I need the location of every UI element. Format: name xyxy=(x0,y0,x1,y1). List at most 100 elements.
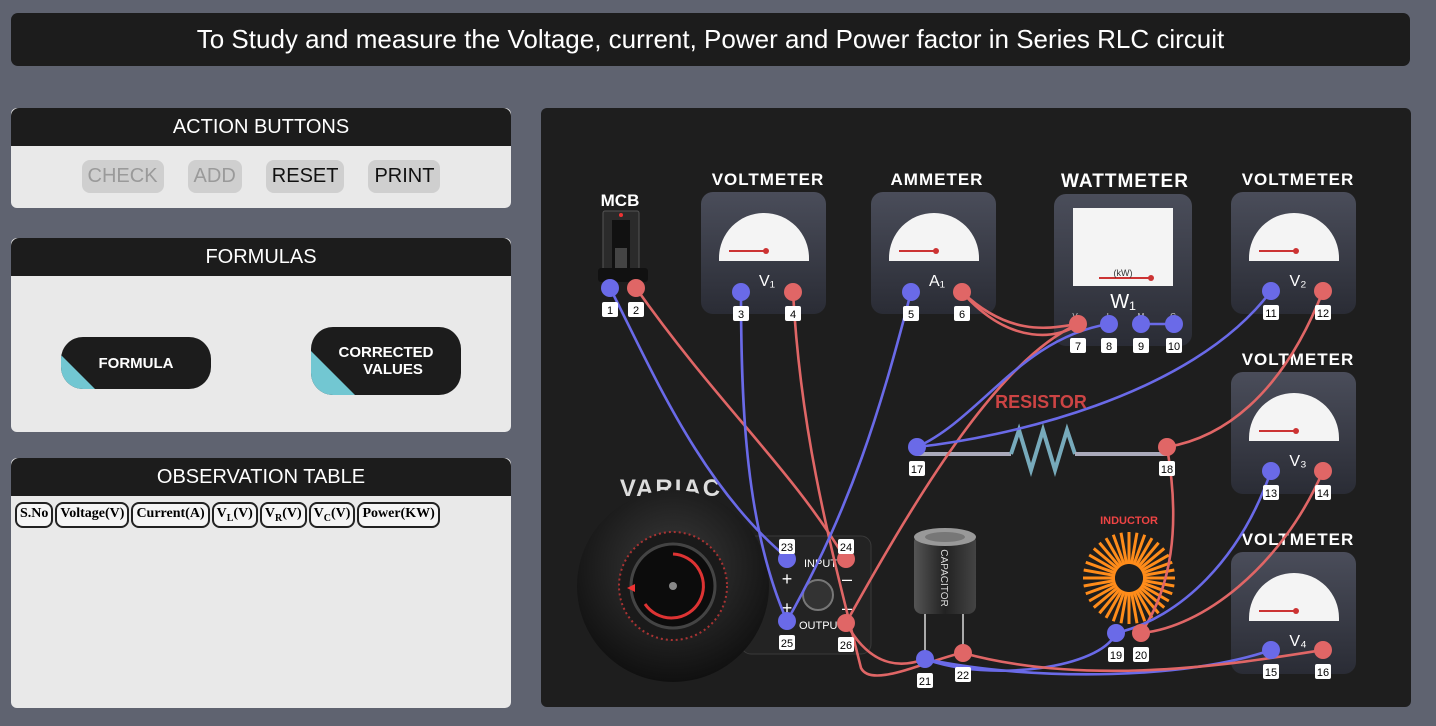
terminal-2[interactable]: 2 xyxy=(627,279,645,317)
terminal-17[interactable]: 17 xyxy=(908,438,926,476)
terminal-10[interactable]: 10 xyxy=(1165,315,1183,353)
inductor-winding xyxy=(1083,568,1116,578)
v4-symbol: V₄ xyxy=(1289,633,1306,650)
voltmeter-v2: V₂ xyxy=(1231,192,1356,314)
v2-symbol: V₂ xyxy=(1290,273,1307,290)
v1-symbol: V₁ xyxy=(759,273,775,290)
add-button[interactable]: ADD xyxy=(187,160,242,193)
inductor-winding xyxy=(1119,591,1129,624)
terminal-label: 15 xyxy=(1265,667,1277,679)
capacitor-label: CAPACITOR xyxy=(938,549,949,606)
inductor-winding xyxy=(1138,547,1166,571)
variac-input-plus: + xyxy=(782,569,793,589)
action-buttons-heading: ACTION BUTTONS xyxy=(11,108,511,146)
terminal-9[interactable]: 9 xyxy=(1132,315,1150,353)
voltmeter-label-3: VOLTMETER xyxy=(1242,350,1355,369)
col-vr: VR(V) xyxy=(259,502,307,528)
inductor-winding xyxy=(1138,585,1166,609)
resistor xyxy=(917,423,1167,477)
action-buttons-panel: ACTION BUTTONS CHECK ADD RESET PRINT xyxy=(11,108,511,208)
wire-5-25 xyxy=(785,290,913,623)
terminal-label: 11 xyxy=(1265,308,1276,320)
wattmeter-label: WATTMETER xyxy=(1061,171,1189,192)
inductor-winding xyxy=(1111,590,1126,622)
terminal-5[interactable]: 5 xyxy=(902,283,920,321)
circuit-board: MCB VOLTMETER V₁ AMMETER A₁ WATTMETER xyxy=(541,108,1411,707)
corner-accent xyxy=(61,355,95,389)
mcb-switch[interactable] xyxy=(598,210,648,282)
terminal-25[interactable]: 25 xyxy=(778,612,796,650)
terminal-4[interactable]: 4 xyxy=(784,283,802,321)
terminal-24[interactable]: 24 xyxy=(837,539,855,568)
wire-14-20 xyxy=(1139,469,1325,635)
terminal-label: 13 xyxy=(1265,488,1277,500)
terminal-18[interactable]: 18 xyxy=(1158,438,1176,476)
v3-symbol: V₃ xyxy=(1289,453,1306,470)
wire-26-7 xyxy=(844,322,1080,625)
inductor-winding xyxy=(1129,532,1139,565)
terminal-1[interactable]: 1 xyxy=(601,279,619,317)
terminal-label: 18 xyxy=(1161,464,1173,476)
terminal-label: 14 xyxy=(1317,488,1329,500)
inductor-winding xyxy=(1142,568,1175,578)
observation-table-header: S.No Voltage(V) Current(A) VL(V) VR(V) V… xyxy=(11,496,511,534)
formula-button[interactable]: FORMULA xyxy=(61,337,211,389)
wire-21-15 xyxy=(923,648,1273,676)
voltmeter-v1: V₁ xyxy=(701,192,826,314)
terminal-20[interactable]: 20 xyxy=(1132,624,1150,662)
terminal-7[interactable]: 7 xyxy=(1069,315,1087,353)
terminal-3[interactable]: 3 xyxy=(732,283,750,321)
wire-22-16 xyxy=(961,648,1325,673)
col-vc: VC(V) xyxy=(308,502,356,528)
formula-button-label: FORMULA xyxy=(98,354,174,372)
inductor-winding xyxy=(1134,589,1154,619)
wire-4-22 xyxy=(791,290,963,677)
terminal-label: 6 xyxy=(959,309,965,321)
voltmeter-label-2: VOLTMETER xyxy=(1242,170,1355,189)
terminal-16[interactable]: 16 xyxy=(1314,641,1332,679)
inductor-winding xyxy=(1088,553,1118,573)
corrected-values-button[interactable]: CORRECTED VALUES xyxy=(311,327,461,395)
print-button[interactable]: PRINT xyxy=(368,160,441,193)
terminal-label: 3 xyxy=(738,309,744,321)
reset-button[interactable]: RESET xyxy=(265,160,345,193)
voltmeter-label-4: VOLTMETER xyxy=(1242,530,1355,549)
inductor-winding xyxy=(1083,578,1116,588)
terminal-21[interactable]: 21 xyxy=(916,650,934,688)
inductor-winding xyxy=(1098,541,1122,569)
mcb-label: MCB xyxy=(601,191,640,210)
inductor-winding xyxy=(1141,581,1173,596)
terminal-26[interactable]: 26 xyxy=(837,614,855,652)
wire-12-18 xyxy=(1165,289,1325,449)
terminal-19[interactable]: 19 xyxy=(1107,624,1125,662)
ammeter-a1: A₁ xyxy=(871,192,996,314)
terminal-22[interactable]: 22 xyxy=(954,644,972,682)
terminal-12[interactable]: 12 xyxy=(1314,282,1332,320)
voltmeter-label-1: VOLTMETER xyxy=(712,170,825,189)
terminal-label: 17 xyxy=(911,464,923,476)
inductor-winding xyxy=(1141,560,1173,575)
terminal-label: 12 xyxy=(1317,308,1329,320)
terminal-11[interactable]: 11 xyxy=(1262,282,1280,320)
variac-knob[interactable] xyxy=(577,490,769,682)
resistor-label: RESISTOR xyxy=(995,392,1087,412)
inductor-winding xyxy=(1142,578,1175,588)
terminal-label: 25 xyxy=(781,638,793,650)
wire-3-25 xyxy=(739,290,789,623)
check-button[interactable]: CHECK xyxy=(81,160,164,193)
terminal-14[interactable]: 14 xyxy=(1314,462,1332,500)
inductor-winding xyxy=(1129,591,1139,624)
terminal-15[interactable]: 15 xyxy=(1262,641,1280,679)
inductor-winding xyxy=(1085,560,1117,575)
terminal-6[interactable]: 6 xyxy=(953,283,971,321)
terminal-label: 22 xyxy=(957,670,969,682)
terminal-13[interactable]: 13 xyxy=(1262,462,1280,500)
terminal-8[interactable]: 8 xyxy=(1100,315,1118,353)
capacitor: CAPACITOR xyxy=(914,528,976,660)
col-current: Current(A) xyxy=(131,502,210,528)
voltmeter-v3: V₃ xyxy=(1231,372,1356,494)
formulas-panel: FORMULAS FORMULA CORRECTED VALUES xyxy=(11,238,511,432)
corrected-label-2: VALUES xyxy=(363,361,423,378)
terminal-23[interactable]: 23 xyxy=(778,539,796,568)
